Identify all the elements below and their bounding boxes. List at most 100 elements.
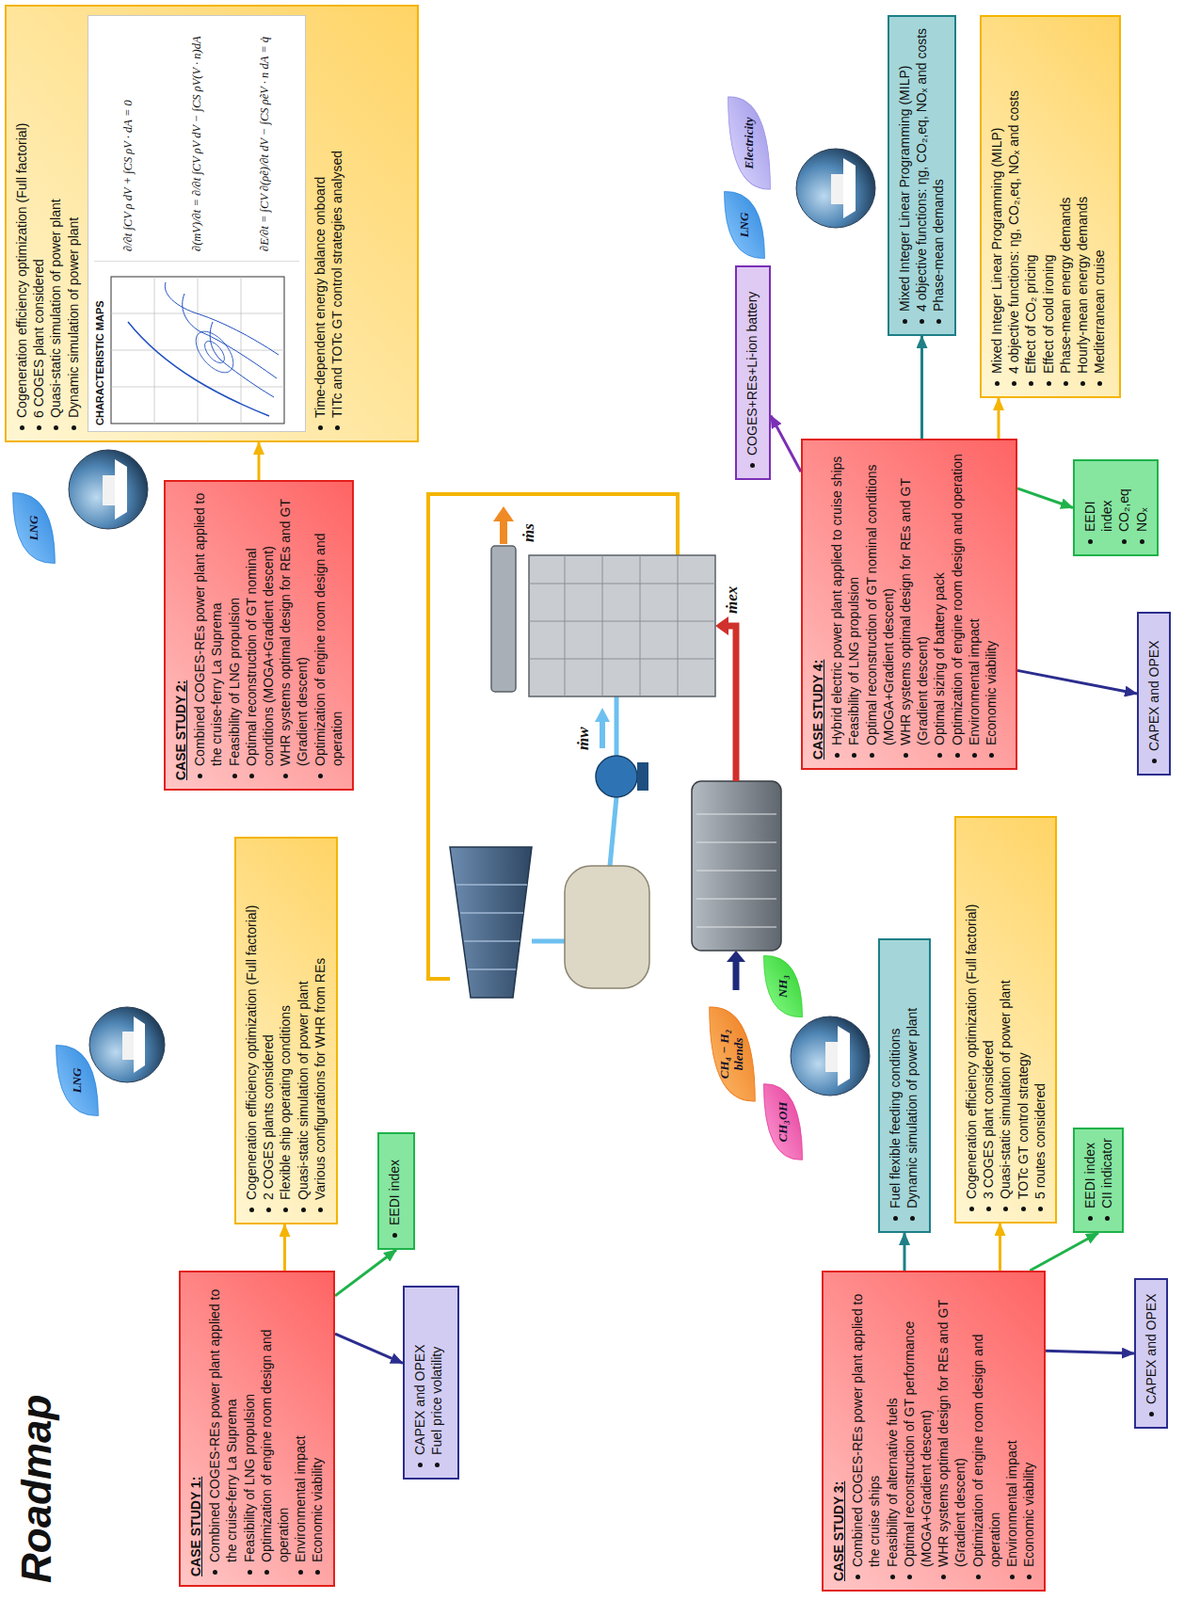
bullet-dot: [903, 752, 909, 758]
pump-base: [637, 762, 649, 791]
power-plant-illustration: [428, 494, 782, 998]
air-inlet-arrowhead: [726, 950, 746, 962]
connector-arrow: [770, 416, 801, 473]
water-arrow: [599, 720, 606, 749]
bullet-dot: [969, 1206, 975, 1212]
fuel-leaf: Electricity: [726, 95, 772, 192]
bullet-dot: [1149, 1411, 1154, 1417]
bullet-text: Feasibility of alternative fuels: [883, 1397, 901, 1568]
bullet-dot: [890, 1574, 896, 1580]
fuel-label: NH₃: [776, 975, 791, 998]
leaf-outline: [709, 1007, 756, 1102]
bullet-dot: [976, 1574, 981, 1580]
bullet-dot: [1009, 1574, 1015, 1580]
chart-title: CHARACTERISTIC MAPS: [94, 267, 106, 426]
water-line: [614, 696, 620, 756]
bullet-dot: [1104, 1216, 1110, 1221]
leaf-outline: [763, 1084, 802, 1161]
bullet-dot: [1011, 381, 1017, 386]
bullet-item: Feasibility of LNG propulsion: [225, 490, 243, 781]
bullet-text: TITc and TOTc GT control strategies anal…: [328, 150, 346, 418]
bullet-text: Economic viability: [1020, 1462, 1038, 1568]
bullet-dot: [318, 773, 323, 779]
bullet-item: 5 routes considered: [1031, 826, 1049, 1214]
bullet-text: Quasi-static simulation of power plant: [47, 198, 64, 418]
bullet-text: Optimization of engine room design and o…: [969, 1280, 1004, 1568]
fuel-label: CH₄ − H₂ blends: [718, 1014, 747, 1094]
leaf-outline: [56, 1045, 99, 1117]
connector-arrow: [1045, 1350, 1135, 1354]
bullet-item: Mixed Integer Linear Programming (MILP): [896, 25, 913, 326]
bullet-text: Mixed Integer Linear Programming (MILP): [896, 65, 913, 312]
bullet-text: Time-dependent energy balance onboard: [311, 176, 329, 418]
case-study-heading: CASE STUDY 3:: [830, 1280, 848, 1582]
connector-arrow: [1017, 488, 1073, 509]
bullet-dot: [249, 1207, 255, 1213]
bullet-dot: [298, 1569, 304, 1575]
equation: ∂/∂t ∫CV ρ dV + ∫CS ρV · dA = 0: [120, 21, 136, 252]
bullet-text: WHR systems optimal design for REs and G…: [934, 1280, 969, 1568]
hrsg: [528, 555, 716, 697]
water-arrowhead: [594, 707, 610, 722]
bullet-item: Optimal sizing of battery pack: [930, 448, 948, 760]
ship-globe: [796, 148, 876, 228]
bullet-text: Dynamic simulation of power plant: [64, 217, 82, 418]
bullet-text: CAPEX and OPEX: [1142, 1293, 1160, 1405]
bullet-item: Quasi-static simulation of power plant: [294, 847, 312, 1215]
bullet-text: Environmental impact: [291, 1435, 309, 1563]
bullet-dot: [994, 381, 1000, 386]
fuel-leaf: CH₄ − H₂ blends: [707, 1005, 757, 1104]
bullet-item: EEDI index: [1081, 1137, 1099, 1223]
bullet-item: Optimal reconstruction of GT nominal con…: [242, 490, 277, 781]
bullet-dot: [893, 1216, 898, 1221]
efficiency-island: [200, 337, 228, 367]
flow-label: ṁs: [519, 523, 539, 543]
bullet-dot: [301, 1207, 306, 1213]
bullet-text: 4 objective functions: ηg, CO₂,eq, NOₓ a…: [1005, 90, 1023, 374]
bullet-text: Phase-mean energy demands: [1056, 196, 1074, 374]
bullet-dot: [1152, 758, 1157, 764]
bullet-text: TOTc GT control strategy: [1014, 1052, 1032, 1200]
bullet-text: EEDI index: [1081, 469, 1116, 532]
bullet-text: Feasibility of LNG propulsion: [845, 576, 863, 746]
bullet-dot: [1063, 381, 1069, 386]
bullet-dot: [1088, 539, 1093, 544]
characteristic-map-chart: [109, 274, 288, 426]
case-study-heading: CASE STUDY 4:: [809, 448, 827, 760]
bullet-text: Feasibility of LNG propulsion: [240, 1393, 258, 1563]
bullet-text: Optimal reconstruction of GT performance…: [900, 1280, 935, 1568]
bullet-item: Optimization of engine room design and o…: [257, 1280, 292, 1577]
pump: [595, 755, 638, 798]
bullet-dot: [212, 1569, 218, 1575]
info-box: CAPEX and OPEX: [1134, 1278, 1168, 1429]
fuel-label: LNG: [27, 515, 42, 542]
bullet-dot: [315, 1569, 320, 1575]
gas-turbine-details: [696, 814, 777, 928]
case-study-box: CASE STUDY 2:Combined COGES-REs power pl…: [163, 480, 354, 791]
bullet-dot: [71, 425, 77, 431]
bullet-item: Optimization of engine room design and o…: [969, 1280, 1004, 1582]
bullet-dot: [36, 425, 42, 431]
ship-hull: [837, 1025, 850, 1087]
exhaust-arrowhead: [715, 616, 729, 636]
equation-column: ∂/∂t ∫CV ρ dV + ∫CS ρV · dA = 0∂(mV)/∂t …: [94, 21, 300, 261]
bullet-dot: [941, 1574, 946, 1580]
case-study-heading: CASE STUDY 2:: [172, 490, 190, 781]
ship-deck: [825, 1041, 838, 1072]
bullet-dot: [318, 1207, 323, 1213]
bullet-text: EEDI index: [1081, 1142, 1099, 1209]
connector-arrow: [997, 398, 1001, 439]
case-study-box: CASE STUDY 3:Combined COGES-REs power pl…: [821, 1270, 1046, 1592]
bullet-dot: [417, 1462, 423, 1468]
bullet-item: 4 objective functions: ηg, CO₂,eq, NOₓ a…: [1005, 25, 1023, 388]
bullet-item: Economic viability: [982, 448, 1000, 760]
info-box: Mixed Integer Linear Programming (MILP)4…: [979, 15, 1121, 399]
water-line: [609, 797, 617, 866]
ship-globe: [89, 1007, 165, 1083]
bullet-item: CO₂,eq: [1115, 469, 1133, 546]
bullet-item: Quasi-static simulation of power plant: [996, 826, 1014, 1214]
bullet-text: NOₓ: [1133, 507, 1151, 532]
exhaust-steam-line: [531, 939, 565, 944]
bullet-item: Combined COGES-REs power plant applied t…: [191, 490, 225, 781]
